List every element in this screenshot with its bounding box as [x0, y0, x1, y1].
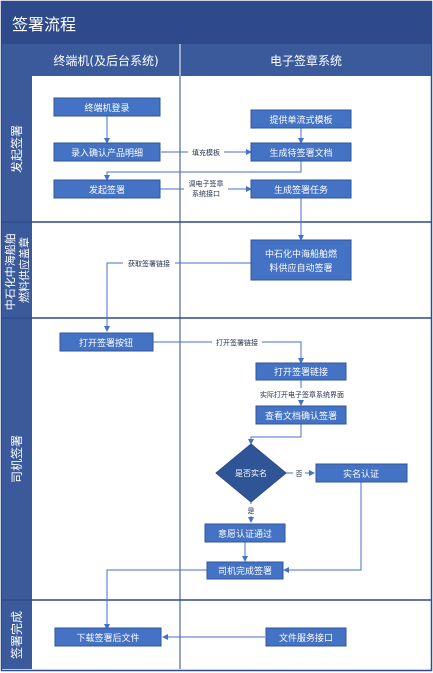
node-real-name-auth-label: 实名认证	[343, 468, 379, 480]
lane-label-complete: 签署完成	[9, 611, 24, 659]
node-open-sign-button: 打开签署按钮	[59, 332, 154, 352]
edge-label-yes: 是	[248, 507, 255, 515]
node-auto-seal: 中石化中海船舶燃 料供应自动签署	[250, 239, 352, 281]
node-enter-detail: 录入确认产品明细	[53, 142, 161, 162]
edge-label-bg-no	[293, 467, 305, 479]
edge-label-call-api-1: 调电子签章	[189, 179, 224, 188]
node-file-service-label: 文件服务接口	[279, 632, 333, 644]
node-gen-sign-task-label: 生成签署任务	[274, 184, 328, 196]
edge-label-bg-fill	[188, 146, 224, 158]
edge-label-bg-link	[123, 257, 175, 269]
node-is-real-name-label: 是否实名	[235, 468, 267, 478]
node-provide-template: 提供单流式模板	[250, 109, 352, 129]
node-gen-pending-doc: 生成待签署文档	[250, 142, 352, 162]
node-enter-detail-label: 录入确认产品明细	[71, 147, 143, 159]
edge-label-bg-actual	[252, 388, 352, 400]
node-driver-completed: 司机完成签署	[206, 561, 284, 580]
edge-label-bg-api	[184, 178, 228, 200]
column-header-esign: 电子签章系统	[270, 53, 342, 68]
edge-label-call-api-2: 系统接口	[192, 189, 220, 198]
node-is-real-name-decision: 是否实名	[215, 443, 287, 503]
edge-complete-to-download	[104, 569, 207, 630]
node-auto-seal-line1: 中石化中海船舶燃	[265, 248, 337, 260]
lane-bar	[2, 44, 32, 669]
lane-label-supply: 中石化中海船舶 燃料供应盖章	[3, 230, 31, 311]
column-header-terminal: 终端机(及后台系统)	[53, 53, 158, 68]
node-file-service: 文件服务接口	[265, 627, 347, 647]
edge-label-no: 否	[296, 470, 303, 478]
edge-label-fill-template: 填充模板	[192, 148, 220, 157]
edge-open-link	[153, 341, 304, 364]
lane-label-initiate: 发起签署	[9, 125, 24, 173]
lane-label-supply-line1: 中石化中海船舶	[3, 233, 17, 310]
edge-view-to-decision	[248, 424, 302, 445]
node-open-sign-link: 打开签署链接	[255, 362, 347, 381]
edge-label-bg-open	[212, 336, 262, 348]
node-view-confirm: 查看文档确认签署	[255, 405, 347, 425]
node-gen-pending-doc-label: 生成待签署文档	[269, 147, 332, 159]
node-will-auth-passed-label: 意愿认证通过	[218, 528, 272, 540]
node-start-sign: 发起签署	[53, 179, 161, 199]
edge-pending-to-start	[104, 161, 302, 181]
node-will-auth-passed: 意愿认证通过	[204, 523, 286, 543]
node-driver-completed-label: 司机完成签署	[218, 565, 272, 577]
edge-label-actual-open: 实际打开电子签章系统界面	[260, 390, 344, 399]
edge-label-get-sign-link: 获取签署链接	[128, 259, 170, 268]
node-view-confirm-label: 查看文档确认签署	[265, 410, 337, 422]
node-open-sign-button-label: 打开签署按钮	[79, 337, 133, 349]
edge-get-sign-link	[104, 262, 251, 332]
node-gen-sign-task: 生成签署任务	[250, 179, 352, 199]
title-bar	[2, 2, 431, 44]
node-download-file: 下载签署后文件	[54, 627, 162, 647]
node-download-file-label: 下载签署后文件	[76, 632, 139, 644]
edge-label-open-sign-link: 打开签署链接	[216, 338, 258, 347]
node-open-sign-link-label: 打开签署链接	[274, 366, 328, 378]
edge-realname-to-complete	[283, 482, 362, 573]
node-start-sign-label: 发起签署	[89, 184, 125, 196]
node-provide-template-label: 提供单流式模板	[269, 114, 332, 126]
lane-label-driver: 司机签署	[9, 435, 24, 483]
edge-label-bg-yes	[245, 504, 257, 516]
node-login-label: 终端机登录	[84, 102, 129, 114]
node-login: 终端机登录	[53, 97, 161, 117]
column-header-row	[32, 44, 431, 76]
diagram-title: 签署流程	[12, 15, 76, 34]
node-real-name-auth: 实名认证	[315, 463, 408, 483]
node-auto-seal-line2: 料供应自动签署	[269, 262, 332, 274]
lane-label-supply-line2: 燃料供应盖章	[17, 237, 31, 303]
